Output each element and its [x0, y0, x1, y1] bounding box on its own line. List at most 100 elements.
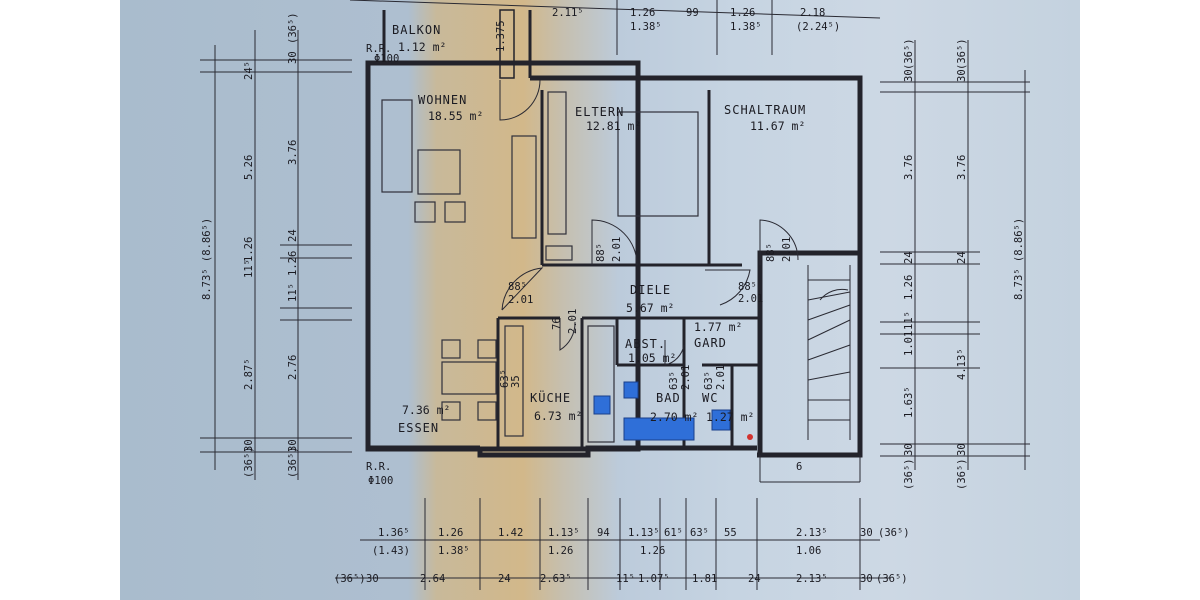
- dim-top: 1.38⁵: [630, 21, 662, 33]
- dim-left: 1.26: [243, 237, 255, 262]
- door-bad-height: 2.01: [680, 365, 692, 390]
- dims-top: 2.11⁵ 1.26 99 1.26 2.18 1.38⁵ 1.38⁵ (2.2…: [552, 7, 840, 33]
- balkon-dim: 1.375: [495, 20, 507, 52]
- dim-bottom: 24: [748, 573, 761, 585]
- door-schalt-height: 2.01: [781, 237, 793, 262]
- dim-bottom: 61⁵: [664, 527, 683, 539]
- stool-1: [414, 201, 436, 223]
- washbasin-icon: [623, 381, 639, 399]
- room-name-gard: GARD: [694, 336, 727, 350]
- room-area-essen: 7.36 m²: [402, 403, 450, 417]
- door-schalt-width: 88⁵: [765, 243, 777, 262]
- dining-table: [441, 361, 497, 395]
- rr-label-top: R.R.: [366, 43, 391, 55]
- bed-eltern: [617, 111, 699, 217]
- wall-west: [365, 63, 480, 451]
- door-wohnen-width: 88⁵: [508, 281, 527, 293]
- dim-bottom: (36⁵): [334, 573, 366, 585]
- dim-bottom: (36⁵): [876, 573, 908, 585]
- door-eltern: [591, 219, 638, 266]
- room-name-abst: ABST.: [625, 337, 666, 351]
- dim-right-inner: 3.76: [903, 155, 915, 180]
- rr-label-bottom: R.R.: [366, 461, 391, 473]
- room-name-eltern: ELTERN: [575, 105, 624, 119]
- dim-left-inner: 2.76: [287, 355, 299, 380]
- dims-left: 8.73⁵ (8.86⁵) 24⁵ 5.26 11⁵ 1.26 2.87⁵ (3…: [201, 12, 299, 478]
- room-name-wc: WC: [702, 391, 718, 405]
- dim-right-inner: 30: [903, 69, 915, 82]
- room-name-wohnen: WOHNEN: [418, 93, 467, 107]
- door-eltern-height: 2.01: [611, 237, 623, 262]
- room-area-bad: 2.70 m²: [650, 410, 698, 424]
- stove-icon: [545, 245, 573, 261]
- dim-bottom: (36⁵): [878, 527, 910, 539]
- dim-left-inner: (36⁵): [287, 446, 299, 478]
- dim-right-mid: 4.13⁵: [956, 348, 968, 380]
- room-name-balkon: BALKON: [392, 23, 441, 37]
- dim-right-inner: (36⁵): [903, 458, 915, 490]
- door-kueche-height: 2.01: [567, 309, 579, 334]
- wall-south: [477, 445, 757, 458]
- room-area-balkon: 1.12 m²: [398, 40, 446, 54]
- dim-right-mid: 24: [956, 251, 968, 264]
- door-gard-width: 88⁵: [738, 281, 757, 293]
- dim-bottom: 2.13⁵: [796, 527, 828, 539]
- dim-right-inner: 24: [903, 251, 915, 264]
- dim-bottom: 2.64: [420, 573, 445, 585]
- dims-bottom: 1.36⁵ 1.26 1.42 1.13⁵ 94 1.13⁵ 61⁵ 63⁵ 5…: [334, 527, 910, 585]
- kitchen-unit: [587, 325, 615, 443]
- pipe-marker-icon: [747, 434, 753, 440]
- dim-bottom: 1.36⁵: [378, 527, 410, 539]
- dim-right-outer: 8.73⁵ (8.86⁵): [1013, 218, 1025, 300]
- chair-1: [441, 339, 461, 359]
- dim-bottom: 2.63⁵: [540, 573, 572, 585]
- room-name-essen: ESSEN: [398, 421, 439, 435]
- dim-top: 2.18: [800, 7, 825, 19]
- room-name-bad: BAD: [656, 391, 681, 405]
- cabinet-wohnen: [511, 135, 537, 239]
- dim-bottom: 30: [860, 527, 873, 539]
- dim-right-mid: 3.76: [956, 155, 968, 180]
- room-area-gard: 1.77 m²: [694, 320, 742, 334]
- door-kueche-side-width: 63⁵: [499, 369, 511, 388]
- floor-plan: BALKON 1.12 m² WOHNEN 18.55 m² ELTERN 12…: [200, 0, 1030, 590]
- door-gard-height: 2.01: [738, 293, 763, 305]
- sink-icon: [593, 395, 611, 415]
- toilet-icon: [711, 409, 731, 431]
- dim-bottom: 30: [366, 573, 379, 585]
- dim-left-inner: 11⁵: [287, 283, 299, 302]
- dim-bottom: 1.26: [640, 545, 665, 557]
- chair-3: [441, 401, 461, 421]
- stair-number: 6: [796, 461, 802, 473]
- dim-bottom: 1.26: [548, 545, 573, 557]
- wardrobe-eltern: [547, 91, 567, 235]
- dim-right-inner: (36⁵): [903, 38, 915, 70]
- dim-left: 11⁵: [243, 259, 255, 278]
- pipe-label-bottom: Φ100: [368, 475, 393, 487]
- dim-bottom: 1.07⁵: [638, 573, 670, 585]
- dim-bottom: 24: [498, 573, 511, 585]
- chair-2: [477, 339, 497, 359]
- door-kueche-width: 76: [551, 317, 563, 330]
- door-eltern-width: 88⁵: [595, 243, 607, 262]
- dim-bottom: 2.13⁵: [796, 573, 828, 585]
- dim-left-outer: 8.73⁵ (8.86⁵): [201, 218, 213, 300]
- dim-left: 5.26: [243, 155, 255, 180]
- dim-right-mid: 30: [956, 443, 968, 456]
- sofa-left: [381, 99, 413, 193]
- dim-right-inner: 1.26: [903, 275, 915, 300]
- dim-bottom: (1.43): [372, 545, 410, 557]
- door-wc-height: 2.01: [715, 365, 727, 390]
- pipe-label-top: Φ100: [374, 53, 399, 65]
- dim-bottom: 1.06: [796, 545, 821, 557]
- interior-walls: [496, 90, 760, 448]
- balkon-column: [499, 9, 515, 79]
- dim-bottom: 55: [724, 527, 737, 539]
- door-wohnen-height: 2.01: [508, 294, 533, 306]
- dim-bottom: 1.38⁵: [438, 545, 470, 557]
- doors: [499, 79, 799, 366]
- dim-top: 99: [686, 7, 699, 19]
- dim-bottom: 94: [597, 527, 610, 539]
- door-wc-width: 63⁵: [703, 371, 715, 390]
- room-area-wc: 1.27 m²: [706, 410, 754, 424]
